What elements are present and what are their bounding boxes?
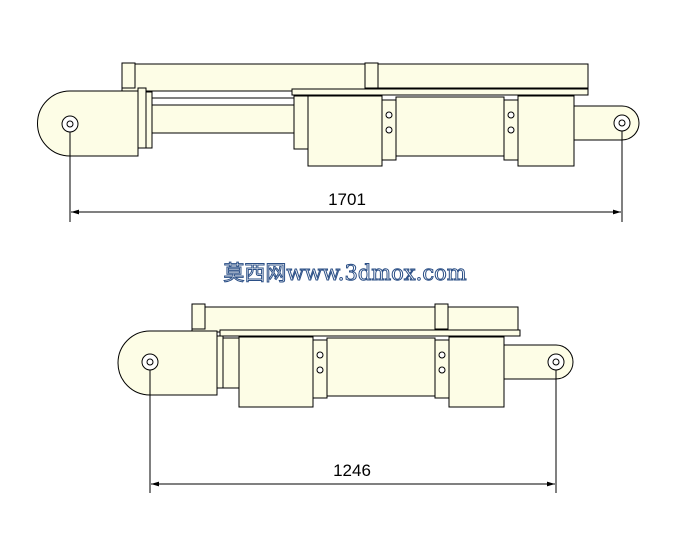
- top-rail: [121, 63, 589, 92]
- barrel-end-cap: [222, 337, 240, 389]
- rail-end-block-left: [191, 303, 206, 330]
- flange-plate: [216, 335, 224, 389]
- rear-clevis: [117, 330, 218, 396]
- top-rail: [191, 306, 519, 333]
- barrel-head: [448, 336, 505, 408]
- rail-guide-strip: [291, 88, 589, 96]
- rail-mid-block: [434, 303, 449, 330]
- barrel-section-2: [395, 96, 505, 157]
- piston-rod: [151, 104, 295, 134]
- front-rod-eye: [573, 105, 640, 141]
- watermark-text: 莫西网www.3dmox.com: [223, 261, 466, 285]
- rail-end-block-left: [121, 62, 136, 89]
- flange-plate-inner: [145, 91, 153, 149]
- barrel-head: [517, 95, 575, 167]
- rail-guide-strip: [219, 329, 521, 337]
- barrel-section-1: [307, 95, 383, 167]
- dimension-label-extended: 1701: [328, 190, 366, 209]
- cylinder-retracted-view: 1246: [117, 303, 574, 493]
- barrel-section-2: [326, 337, 436, 397]
- flange-plate: [137, 87, 147, 149]
- rear-clevis: [37, 90, 139, 157]
- cylinder-extended-view: 1701: [37, 62, 640, 222]
- barrel-section-1: [238, 336, 314, 408]
- dimension-label-retracted: 1246: [333, 461, 371, 480]
- barrel-end-cap: [293, 95, 309, 150]
- rail-mid-block: [364, 62, 379, 89]
